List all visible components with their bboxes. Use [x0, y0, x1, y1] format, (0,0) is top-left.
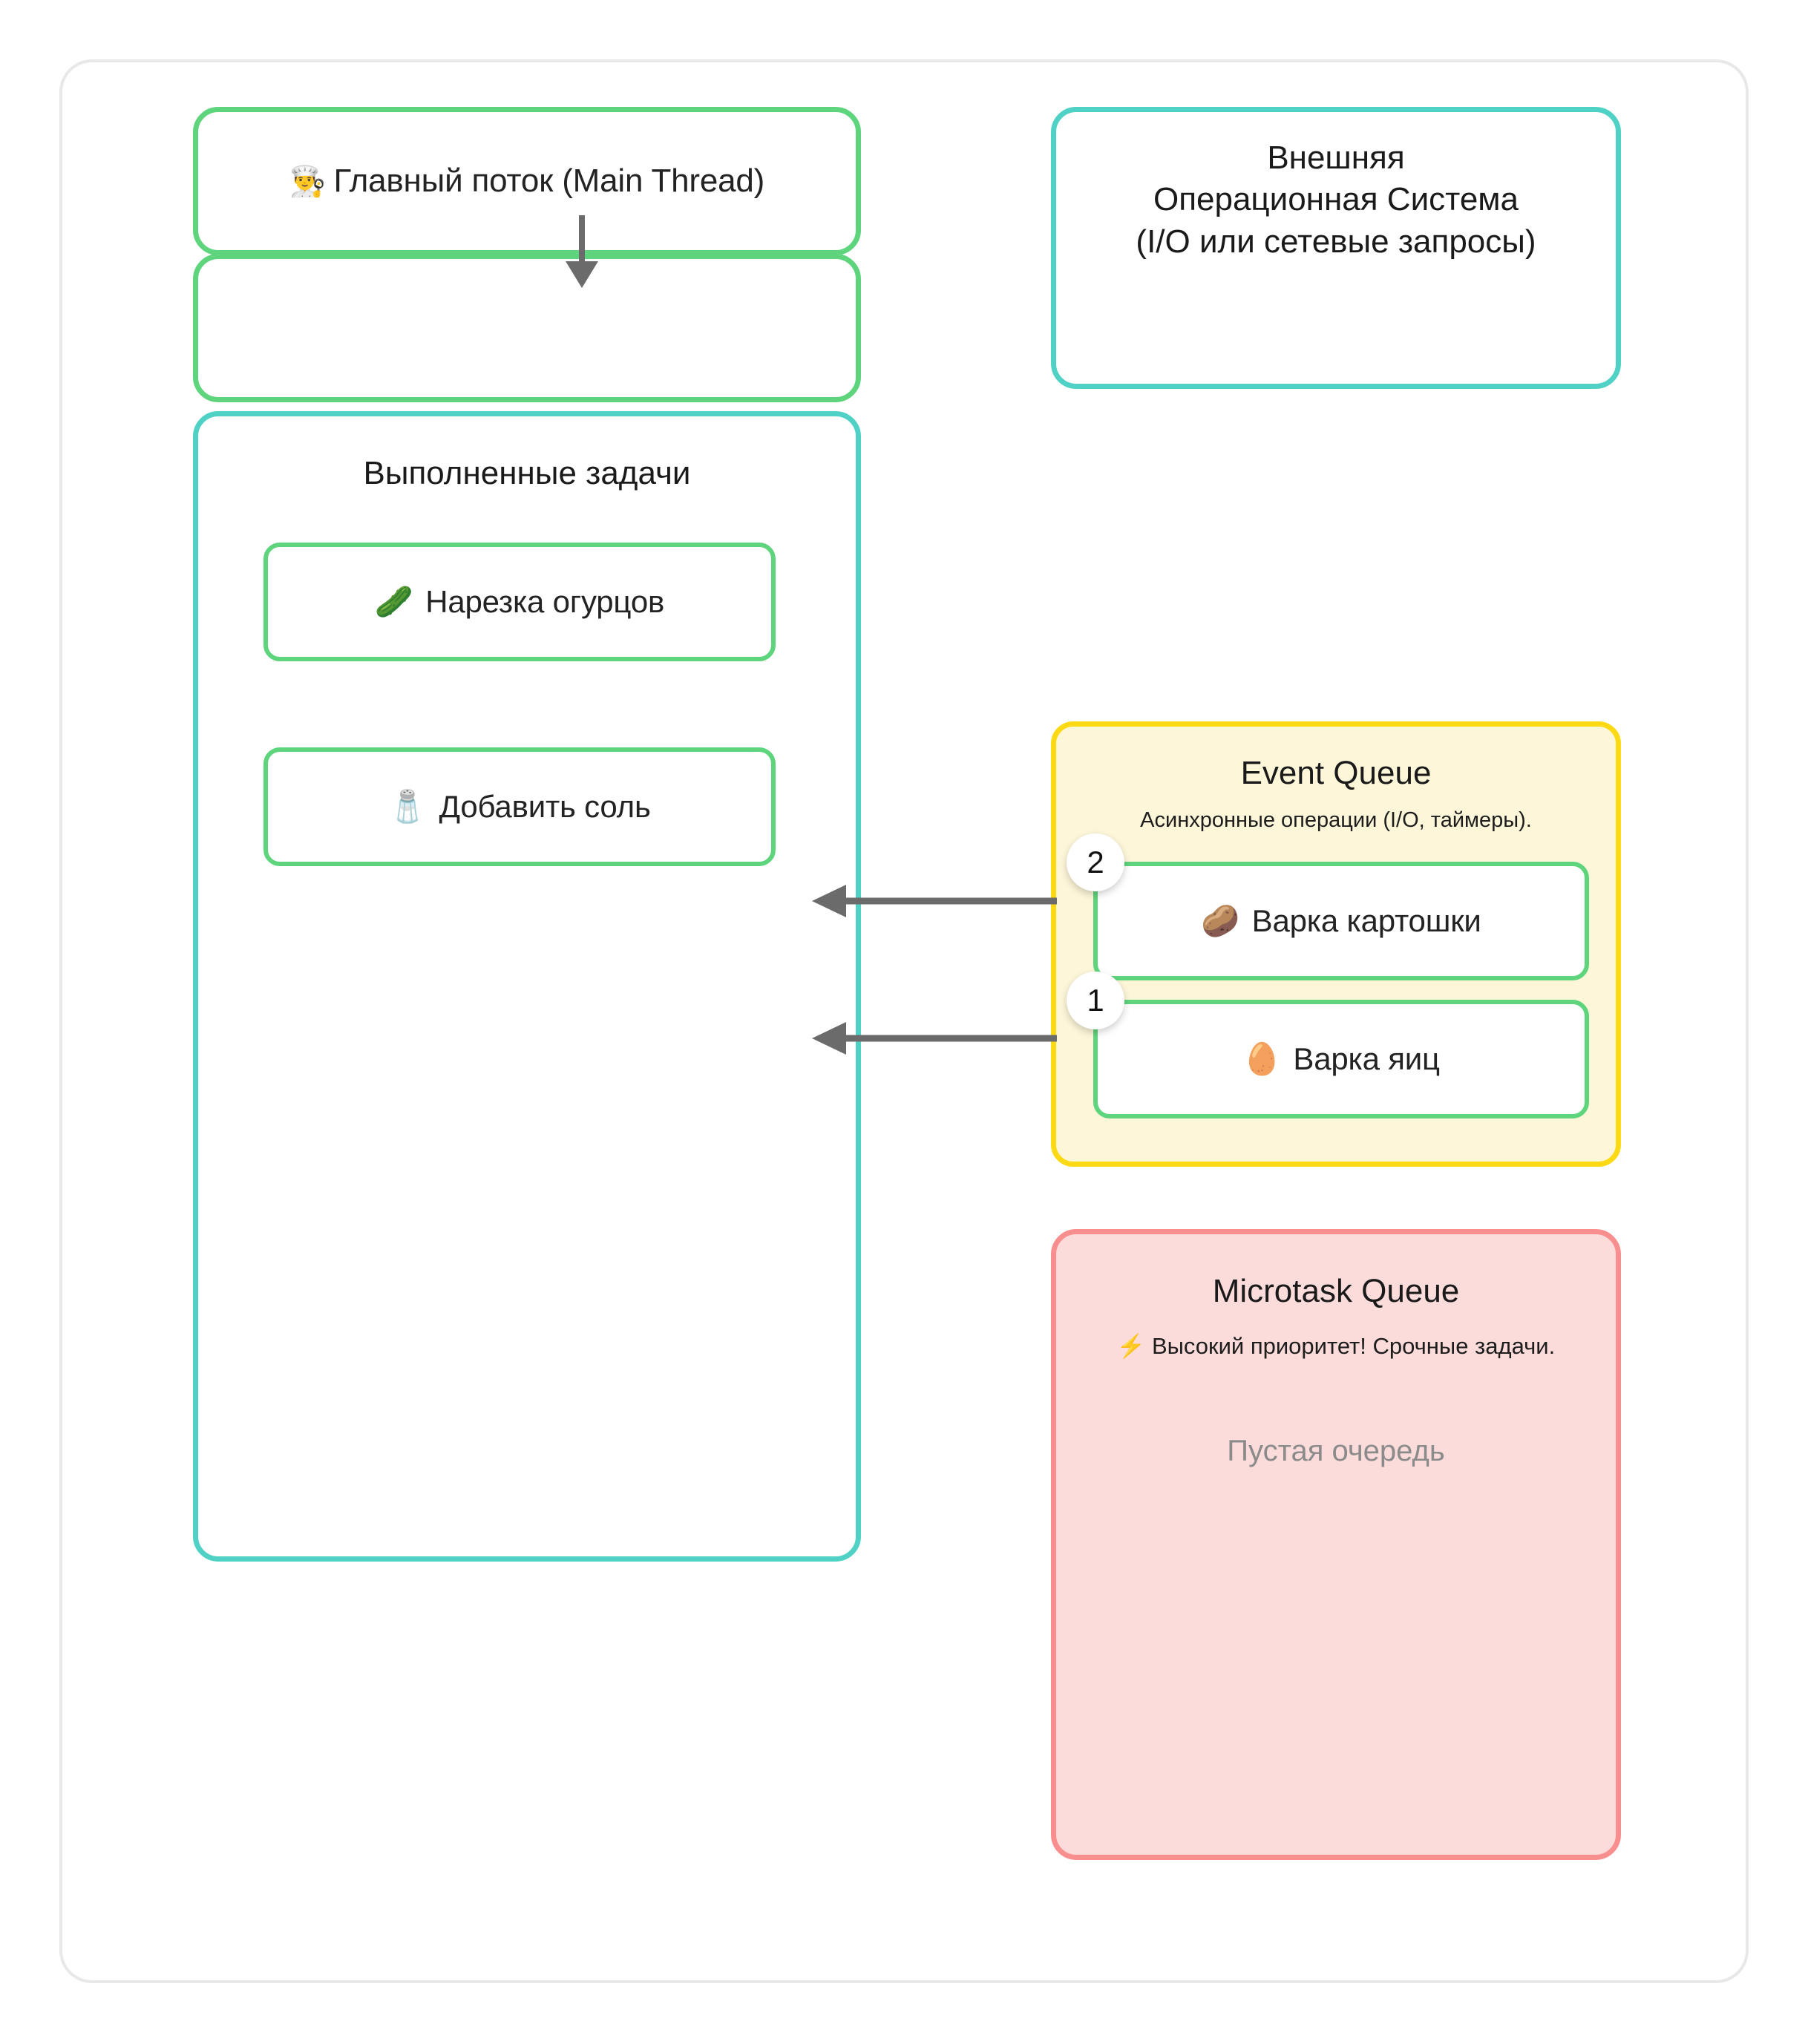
egg-icon: 🥚 — [1242, 1041, 1282, 1076]
external-os-title: Внешняя Операционная Система (I/O или се… — [1056, 137, 1616, 263]
main-thread-panel: 👨‍🍳Главный поток (Main Thread) — [193, 107, 861, 255]
event-queue-panel: Event Queue Асинхронные операции (I/O, т… — [1051, 721, 1621, 1167]
event-queue-task-card-2[interactable]: 🥚 Варка яиц — [1093, 1000, 1589, 1118]
event-queue-title: Event Queue — [1240, 755, 1432, 791]
arrow-main-thread-to-call-stack — [566, 215, 598, 288]
microtask-queue-subtitle: ⚡ Высокий приоритет! Срочные задачи. — [1116, 1333, 1556, 1359]
microtask-queue-empty-text: Пустая очередь — [1227, 1435, 1445, 1467]
external-os-line-2: Операционная Система — [1153, 181, 1519, 218]
event-queue-badge-1: 1 — [1067, 972, 1124, 1029]
external-os-line-1: Внешняя — [1267, 140, 1405, 176]
completed-task-label-1: Нарезка огурцов — [425, 584, 665, 619]
completed-tasks-panel: Выполненные задачи 🥒 Нарезка огурцов 🧂 Д… — [193, 411, 861, 1562]
microtask-queue-panel: Microtask Queue ⚡ Высокий приоритет! Сро… — [1051, 1229, 1621, 1860]
chef-icon: 👨‍🍳 — [289, 166, 327, 198]
call-stack-panel — [193, 254, 861, 402]
arrow-potato-to-completed — [812, 885, 1057, 917]
completed-task-card-1[interactable]: 🥒 Нарезка огурцов — [263, 543, 776, 661]
event-queue-task-label-2: Варка яиц — [1293, 1041, 1440, 1076]
event-queue-task-card-1[interactable]: 🥔 Варка картошки — [1093, 862, 1589, 980]
completed-tasks-title: Выполненные задачи — [363, 455, 691, 491]
main-thread-label: 👨‍🍳Главный поток (Main Thread) — [198, 163, 856, 200]
arrow-egg-to-completed — [812, 1022, 1057, 1055]
outer-container: 👨‍🍳Главный поток (Main Thread) Внешняя О… — [59, 59, 1749, 1983]
main-thread-text: Главный поток (Main Thread) — [333, 163, 765, 199]
potato-icon: 🥔 — [1201, 903, 1240, 938]
external-os-panel: Внешняя Операционная Система (I/O или се… — [1051, 107, 1621, 389]
event-queue-subtitle: Асинхронные операции (I/O, таймеры). — [1140, 808, 1532, 832]
completed-task-card-2[interactable]: 🧂 Добавить соль — [263, 747, 776, 866]
event-queue-badge-2: 2 — [1067, 833, 1124, 891]
external-os-line-3: (I/O или сетевые запросы) — [1136, 223, 1536, 260]
completed-task-label-2: Добавить соль — [439, 789, 651, 824]
salt-shaker-icon: 🧂 — [388, 789, 428, 824]
cucumber-icon: 🥒 — [374, 584, 414, 619]
event-queue-task-label-1: Варка картошки — [1251, 903, 1481, 938]
microtask-queue-title: Microtask Queue — [1212, 1273, 1460, 1309]
